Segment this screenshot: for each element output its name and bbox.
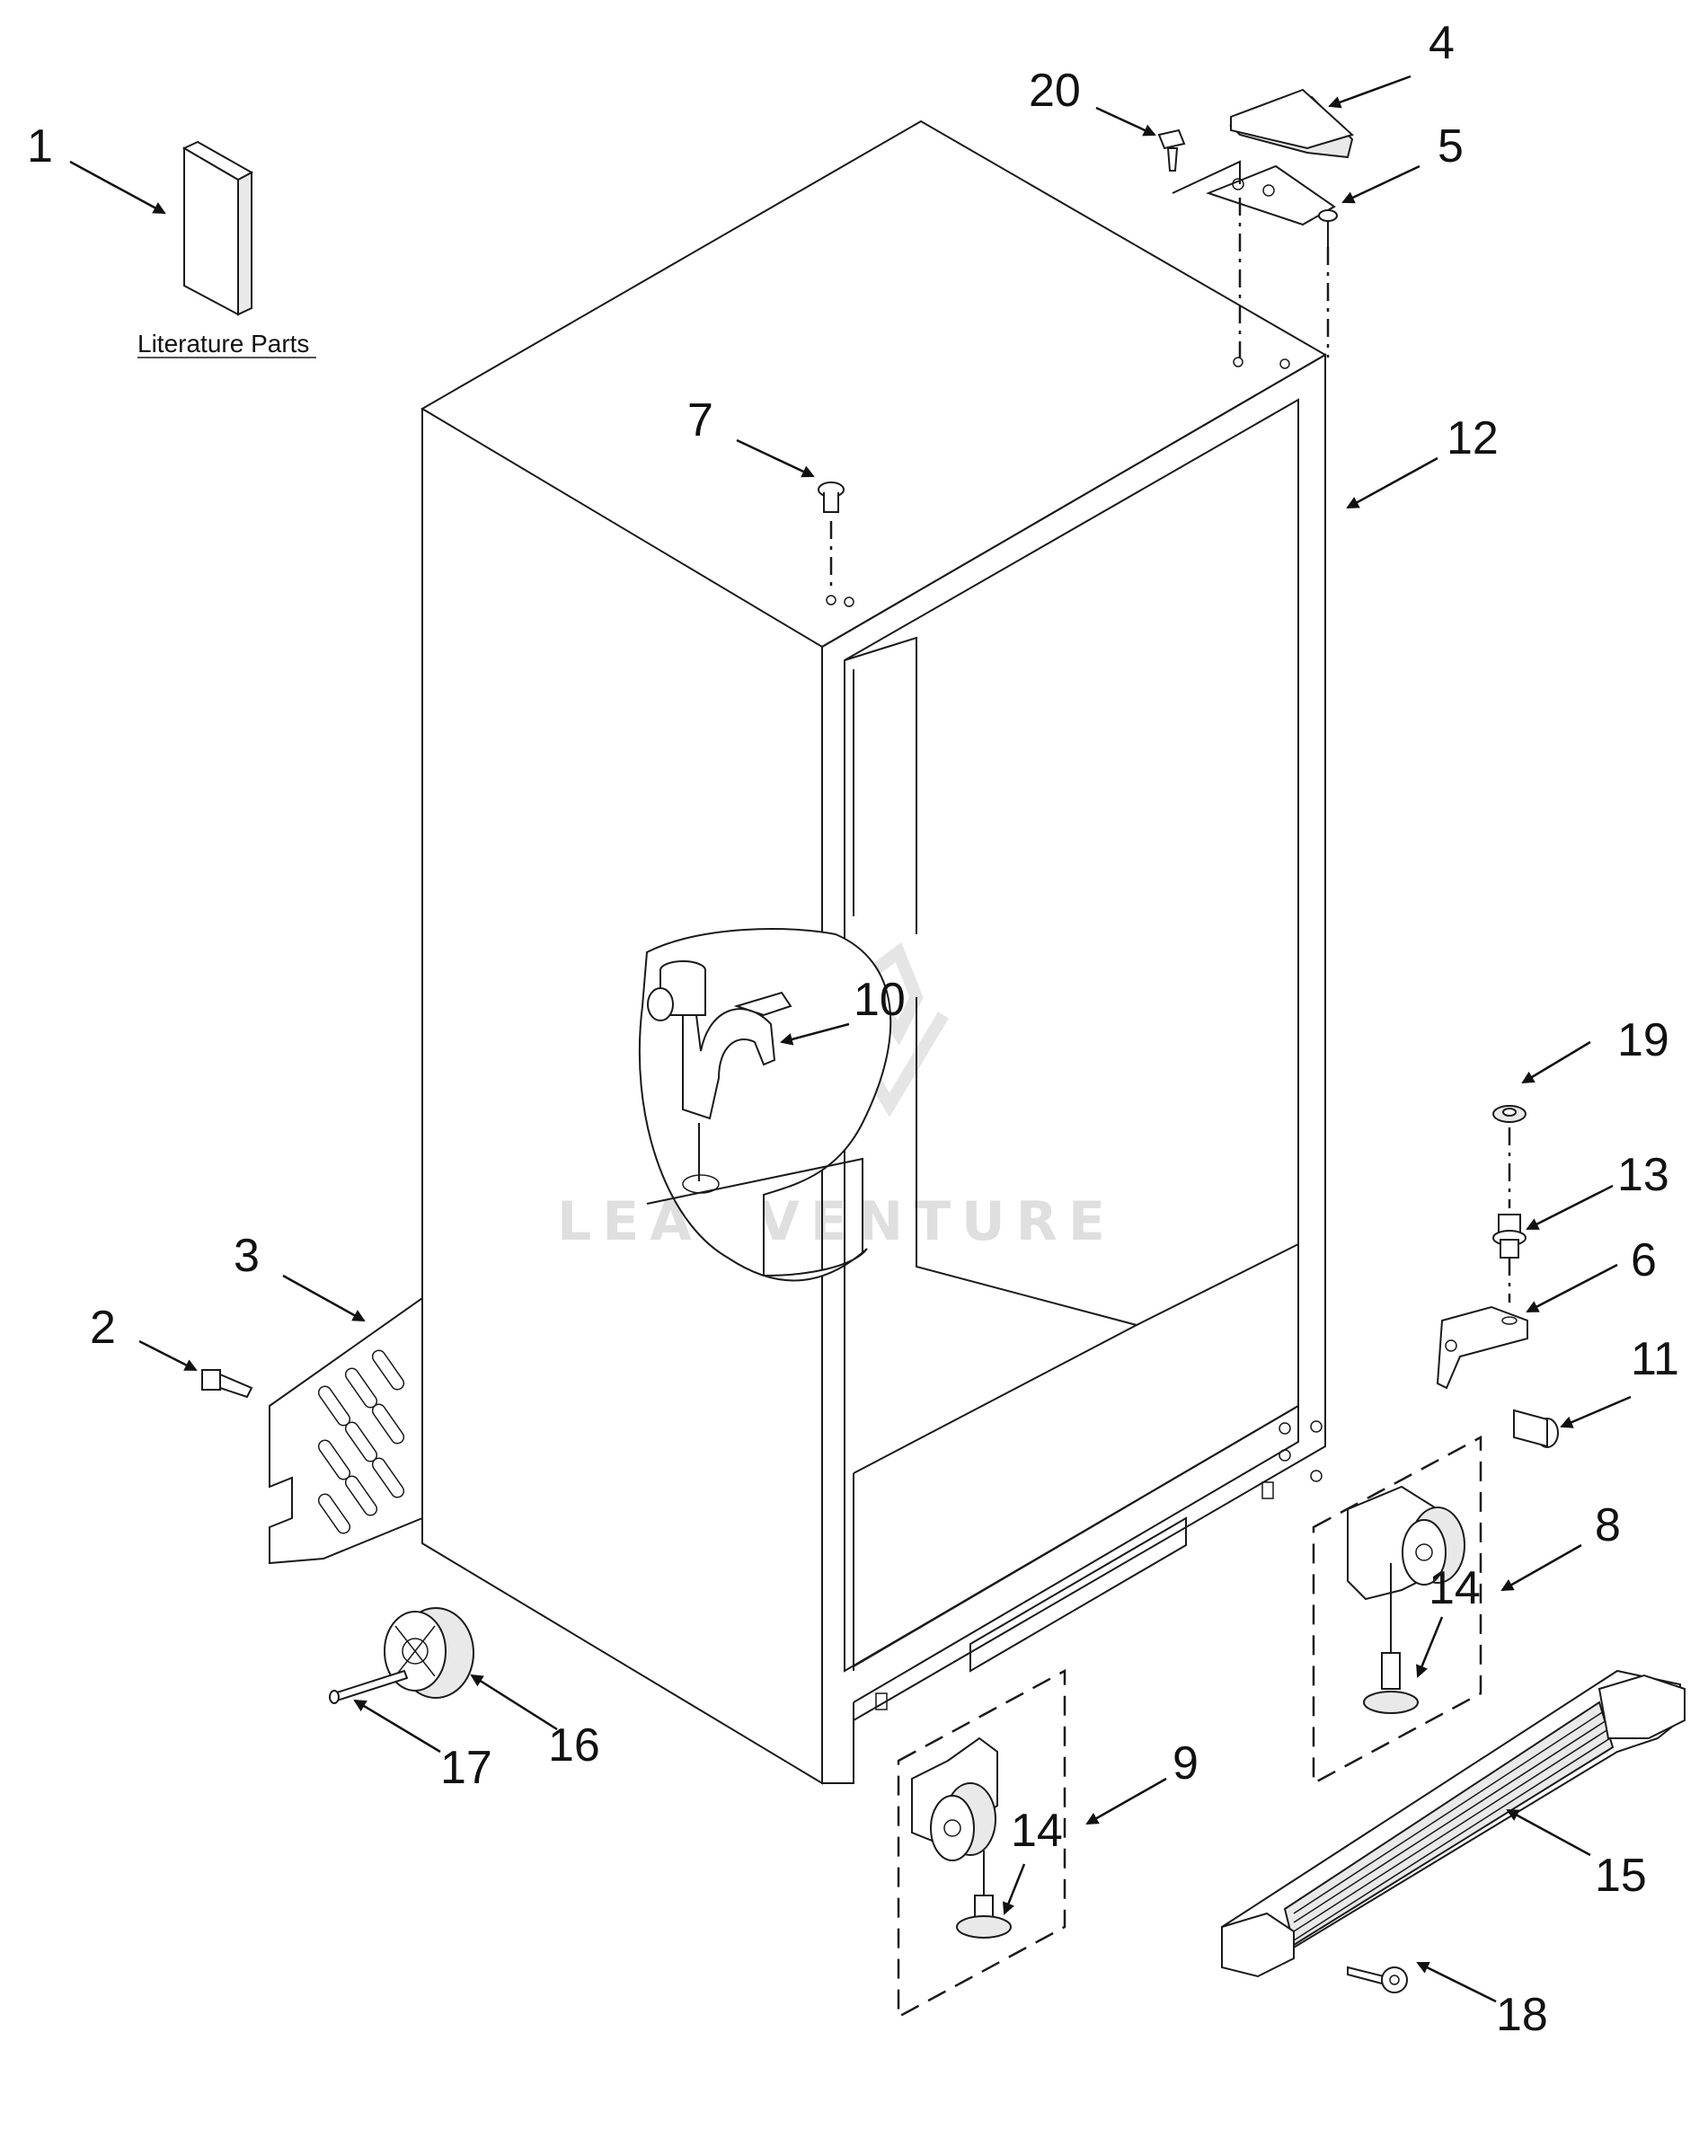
callout-1: 1 xyxy=(27,120,53,172)
callout-13: 13 xyxy=(1617,1149,1669,1201)
callouts: 1 2 3 4 5 6 7 8 9 10 11 12 13 14 14 15 1… xyxy=(27,17,1679,2041)
lower-hinge-bracket[interactable] xyxy=(1436,1305,1528,1390)
callout-11: 11 xyxy=(1631,1333,1679,1385)
callout-20: 20 xyxy=(1029,65,1081,117)
grille[interactable] xyxy=(269,1296,423,1565)
literature-parts-label: Literature Parts xyxy=(137,330,309,358)
door-stop-pin[interactable] xyxy=(818,482,845,593)
callout-18: 18 xyxy=(1496,1989,1548,2041)
callout-14a: 14 xyxy=(1011,1805,1063,1857)
callout-3: 3 xyxy=(234,1230,260,1282)
grille-screw[interactable] xyxy=(201,1369,253,1399)
callout-12: 12 xyxy=(1447,412,1499,464)
front-roller-assembly-left[interactable] xyxy=(897,1668,1066,2019)
callout-19: 19 xyxy=(1617,1014,1669,1066)
cabinet[interactable] xyxy=(420,119,1327,1785)
toe-grille[interactable] xyxy=(1221,1669,1686,1978)
hinge-cover[interactable] xyxy=(1229,88,1354,159)
callout-9: 9 xyxy=(1173,1737,1199,1789)
watermark-text: LEADVENTURE xyxy=(557,1190,1116,1253)
hinge-pin[interactable] xyxy=(1492,1214,1527,1303)
toe-grille-slats xyxy=(1293,1710,1611,1941)
callout-10: 10 xyxy=(854,974,906,1026)
rear-roller[interactable] xyxy=(384,1607,474,1699)
callout-arrows xyxy=(69,75,1632,2003)
hinge-bolt[interactable] xyxy=(1513,1409,1559,1448)
washer[interactable] xyxy=(1492,1105,1527,1208)
top-hinge[interactable] xyxy=(1206,164,1338,247)
roller-axle[interactable] xyxy=(329,1669,409,1704)
literature-parts[interactable]: Literature Parts xyxy=(137,140,316,358)
callout-7: 7 xyxy=(687,394,713,446)
callout-15: 15 xyxy=(1595,1850,1647,1902)
drain-fitting[interactable] xyxy=(647,960,792,1181)
callout-4: 4 xyxy=(1429,17,1455,69)
callout-2: 2 xyxy=(90,1302,116,1354)
callout-8: 8 xyxy=(1595,1499,1621,1551)
grille-slots xyxy=(317,1349,405,1534)
front-roller-assembly-right[interactable] xyxy=(1312,1435,1482,1786)
toe-grille-screw[interactable] xyxy=(1347,1966,1408,1993)
callout-14b: 14 xyxy=(1429,1562,1481,1614)
callout-16: 16 xyxy=(548,1719,600,1772)
callout-5: 5 xyxy=(1438,120,1464,172)
callout-6: 6 xyxy=(1631,1234,1657,1286)
callout-17: 17 xyxy=(440,1742,492,1794)
hinge-screw[interactable] xyxy=(1157,128,1241,194)
